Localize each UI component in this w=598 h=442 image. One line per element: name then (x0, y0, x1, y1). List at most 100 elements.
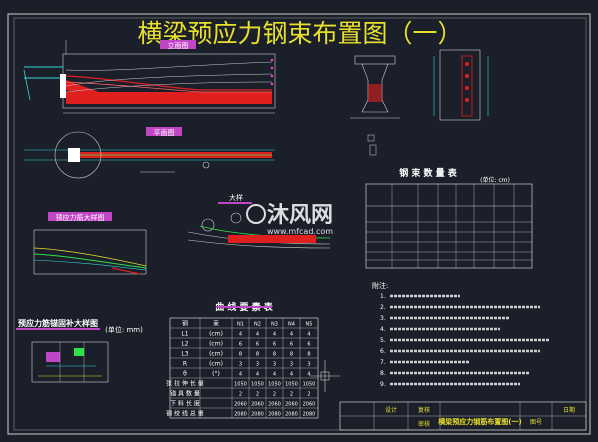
curve-table-cell: 2080 (303, 412, 316, 418)
elevation-label: 立面图 (168, 41, 189, 50)
anchor-detail-label: 大样 (229, 193, 243, 202)
curve-table-header-cell: 束 (213, 320, 219, 328)
note-number: 8. (380, 370, 386, 377)
curve-table-cell: 张 拉 伸 长 量 (166, 380, 204, 388)
curve-table-cell: 2060 (268, 402, 281, 408)
curve-table-cell: 1050 (268, 382, 281, 388)
curve-table: 曲 线 要 素 表 钢束N1N2N3N4N5L1(cm)44444L2(cm)6… (166, 301, 319, 419)
plan-view: 平面图 (24, 127, 275, 179)
anchor-zone-detail-view: 预应力筋锚固补大样图 (单位: mm) (16, 318, 143, 383)
curve-table-cell: 2 (273, 392, 276, 398)
anchor-detail-view: 大样 (187, 193, 331, 249)
watermark: 沐风网 www.mfcad.com (246, 203, 333, 236)
curve-table-cell: L2 (181, 341, 188, 348)
plan-label-tag (146, 127, 182, 136)
note-number: 5. (380, 337, 386, 344)
curve-table-cell: R (183, 361, 187, 368)
title-block-sheet: 图号 (530, 419, 542, 426)
curve-table-header-cell: N1 (237, 322, 244, 328)
curve-table-cell: 6 (256, 342, 259, 348)
curve-table-header-cell: N3 (271, 322, 278, 328)
curve-table-cell: 8 (290, 352, 293, 358)
note-number: 1. (380, 293, 386, 300)
curve-table-cell: 4 (290, 332, 293, 338)
curve-table-cell: 2080 (285, 412, 298, 418)
curve-table-cell: (°) (212, 371, 220, 378)
curve-table-cell: 下 料 长 度 (170, 400, 200, 408)
curve-table-cell: 2060 (251, 402, 264, 408)
curve-table-header-cell: N5 (306, 322, 313, 328)
note-number: 3. (380, 315, 386, 322)
curve-table-cell: 3 (273, 362, 276, 368)
title-block-drawing-name: 横梁预应力钢筋布置图(一) (438, 417, 521, 426)
curve-table-cell: 6 (239, 342, 242, 348)
curve-table-cell: 1050 (234, 382, 247, 388)
curve-table-cell: (cm) (209, 351, 223, 358)
curve-table-cell: 8 (273, 352, 276, 358)
note-number: 4. (380, 326, 386, 333)
crosshair-marker (310, 360, 340, 392)
curve-table-cell: 2060 (234, 402, 247, 408)
anchor-zone-detail-unit: (单位: mm) (105, 325, 143, 334)
curve-table-cell: 2 (256, 392, 259, 398)
curve-table-cell: 3 (256, 362, 259, 368)
sheet-frame (7, 13, 591, 435)
curve-table-cell: L1 (181, 331, 188, 338)
elevation-view: 立面图 (23, 40, 276, 114)
curve-table-cell: (cm) (209, 361, 223, 368)
plan-label: 平面图 (154, 129, 175, 137)
curve-table-cell: 8 (256, 352, 259, 358)
curve-table-cell: 2060 (303, 402, 316, 408)
curve-table-cell: 4 (307, 332, 310, 338)
curve-table-cell: 1050 (251, 382, 264, 388)
curve-table-cell: 4 (239, 372, 242, 378)
curve-table-cell: (cm) (209, 331, 223, 338)
sheet-inner-frame (13, 17, 587, 431)
prestress-detail-label: 预应力筋大样图 (56, 213, 105, 222)
note-number: 7. (380, 359, 386, 366)
title-block-date: 日期 (563, 406, 575, 414)
watermark-text: 沐风网 (267, 203, 333, 228)
curve-table-cell: 3 (307, 362, 310, 368)
curve-table-cell: L3 (181, 351, 188, 358)
anchor-zone-detail-label: 预应力筋锚固补大样图 (18, 318, 98, 328)
curve-table-cell: 3 (290, 362, 293, 368)
curve-table-cell: 4 (256, 372, 259, 378)
curve-table-cell: 2 (290, 392, 293, 398)
notes-block: 附注: 1.2.3.4.5.6.7.8.9. (372, 281, 550, 388)
watermark-url: www.mfcad.com (267, 227, 333, 236)
material-table: 钢 束 数 量 表 (单位: cm) (365, 167, 533, 269)
elevation-label-tag (160, 40, 196, 49)
curve-table-cell: 2060 (285, 402, 298, 408)
curve-table-cell: 4 (290, 372, 293, 378)
curve-table-cell: 1050 (285, 382, 298, 388)
curve-table-header-cell: 钢 (182, 320, 188, 328)
tendon-band (66, 92, 272, 104)
curve-table-cell: θ (183, 371, 187, 378)
curve-table-cell: 2080 (251, 412, 264, 418)
note-number: 2. (380, 304, 386, 311)
curve-table-cell: 2 (307, 392, 310, 398)
note-number: 6. (380, 348, 386, 355)
note-number: 9. (380, 381, 386, 388)
curve-table-header-cell: N4 (288, 322, 295, 328)
curve-table-cell: 3 (239, 362, 242, 368)
cross-section-view (350, 55, 400, 156)
curve-table-cell: 2080 (268, 412, 281, 418)
curve-table-cell: 6 (273, 342, 276, 348)
curve-table-cell: 8 (307, 352, 310, 358)
curve-table-cell: 6 (290, 342, 293, 348)
title-block-row-b: 复核 (418, 406, 430, 414)
curve-table-cell: 2 (239, 392, 242, 398)
curve-table-cell: 4 (307, 372, 310, 378)
curve-table-cell: 8 (239, 352, 242, 358)
curve-table-header-cell: N2 (254, 322, 261, 328)
title-block-row-c: 审核 (418, 420, 430, 428)
curve-table-cell: 4 (239, 332, 242, 338)
curve-table-cell: (cm) (209, 341, 223, 348)
material-table-unit: (单位: cm) (480, 176, 510, 184)
curve-table-cell: 1050 (303, 382, 316, 388)
curve-table-cell: 4 (273, 332, 276, 338)
material-table-title: 钢 束 数 量 表 (399, 167, 458, 179)
